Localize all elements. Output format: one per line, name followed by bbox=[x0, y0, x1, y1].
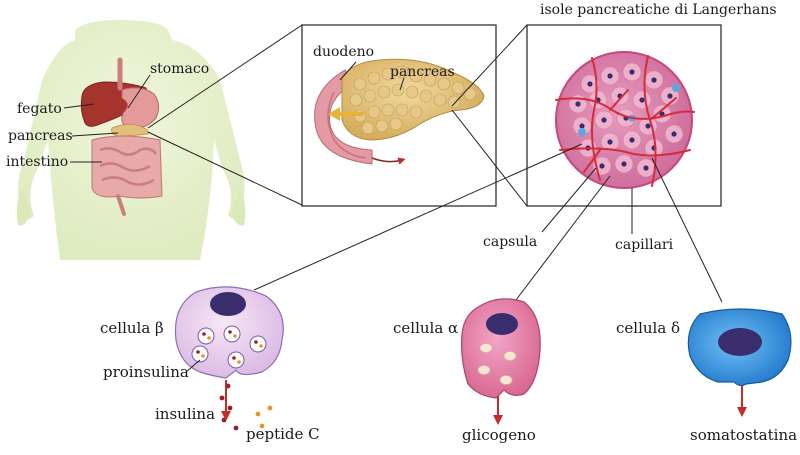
pancreas-small bbox=[111, 124, 149, 137]
label-cell-beta: cellula β bbox=[100, 319, 164, 337]
label-glicogeno: glicogeno bbox=[462, 426, 536, 444]
label-fegato: fegato bbox=[17, 101, 62, 117]
label-duodeno: duodeno bbox=[313, 44, 374, 60]
label-peptide-c: peptide C bbox=[246, 425, 320, 443]
pancreas-zoom-illustration bbox=[314, 58, 485, 165]
label-cell-delta: cellula δ bbox=[616, 319, 680, 337]
label-insulina: insulina bbox=[155, 405, 215, 423]
label-capillari: capillari bbox=[615, 237, 674, 253]
label-proinsulina: proinsulina bbox=[103, 363, 189, 381]
label-pancreas-body: pancreas bbox=[8, 128, 73, 144]
label-capsula: capsula bbox=[483, 234, 537, 250]
delta-cell bbox=[687, 308, 792, 417]
label-cell-alpha: cellula α bbox=[393, 319, 458, 337]
label-pancreas-zoom: pancreas bbox=[390, 64, 455, 80]
beta-cell bbox=[174, 286, 284, 431]
alpha-cell bbox=[461, 298, 541, 425]
islet-illustration bbox=[555, 51, 695, 189]
label-islets-title: isole pancreatiche di Langerhans bbox=[540, 2, 777, 18]
label-somatostatina: somatostatina bbox=[690, 426, 797, 444]
intestine-organ bbox=[91, 135, 163, 216]
proinsulin-vesicles bbox=[191, 325, 267, 369]
label-stomaco: stomaco bbox=[150, 61, 209, 77]
label-intestino: intestino bbox=[6, 154, 68, 170]
